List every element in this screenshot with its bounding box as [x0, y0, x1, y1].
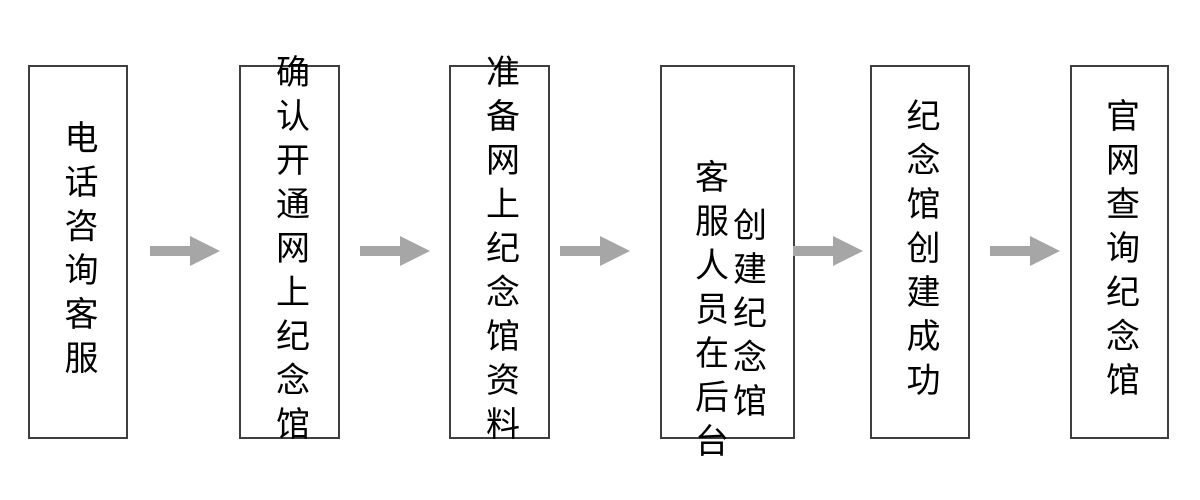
flow-node-1[interactable]: 电话咨询客服	[28, 65, 128, 439]
flow-node-3-label: 准备网上纪念馆资料	[479, 54, 520, 450]
flow-node-5[interactable]: 纪念馆创建成功	[870, 65, 970, 439]
arrow-right-icon-1	[150, 236, 220, 266]
flow-node-2[interactable]: 确认开通网上纪念馆	[239, 54, 340, 450]
flow-node-2-label: 确认开通网上纪念馆	[269, 54, 310, 450]
flow-node-4-label-column-1: 客服人员在后台	[688, 159, 729, 467]
flow-node-1-label: 电话咨询客服	[58, 120, 98, 384]
arrow-right-icon-4	[793, 236, 863, 266]
flow-node-4[interactable]: 客服人员在后台 创建纪念馆	[660, 65, 795, 467]
arrow-right-icon-5	[990, 236, 1060, 266]
arrow-right-icon-3	[560, 236, 630, 266]
arrow-right-icon-2	[360, 236, 430, 266]
flow-node-5-label: 纪念馆创建成功	[900, 98, 940, 406]
flow-node-3[interactable]: 准备网上纪念馆资料	[449, 54, 550, 450]
flow-node-4-label-column-2: 创建纪念馆	[726, 207, 767, 427]
flow-node-6[interactable]: 官网查询纪念馆	[1070, 65, 1169, 439]
flow-node-6-label: 官网查询纪念馆	[1099, 98, 1140, 406]
